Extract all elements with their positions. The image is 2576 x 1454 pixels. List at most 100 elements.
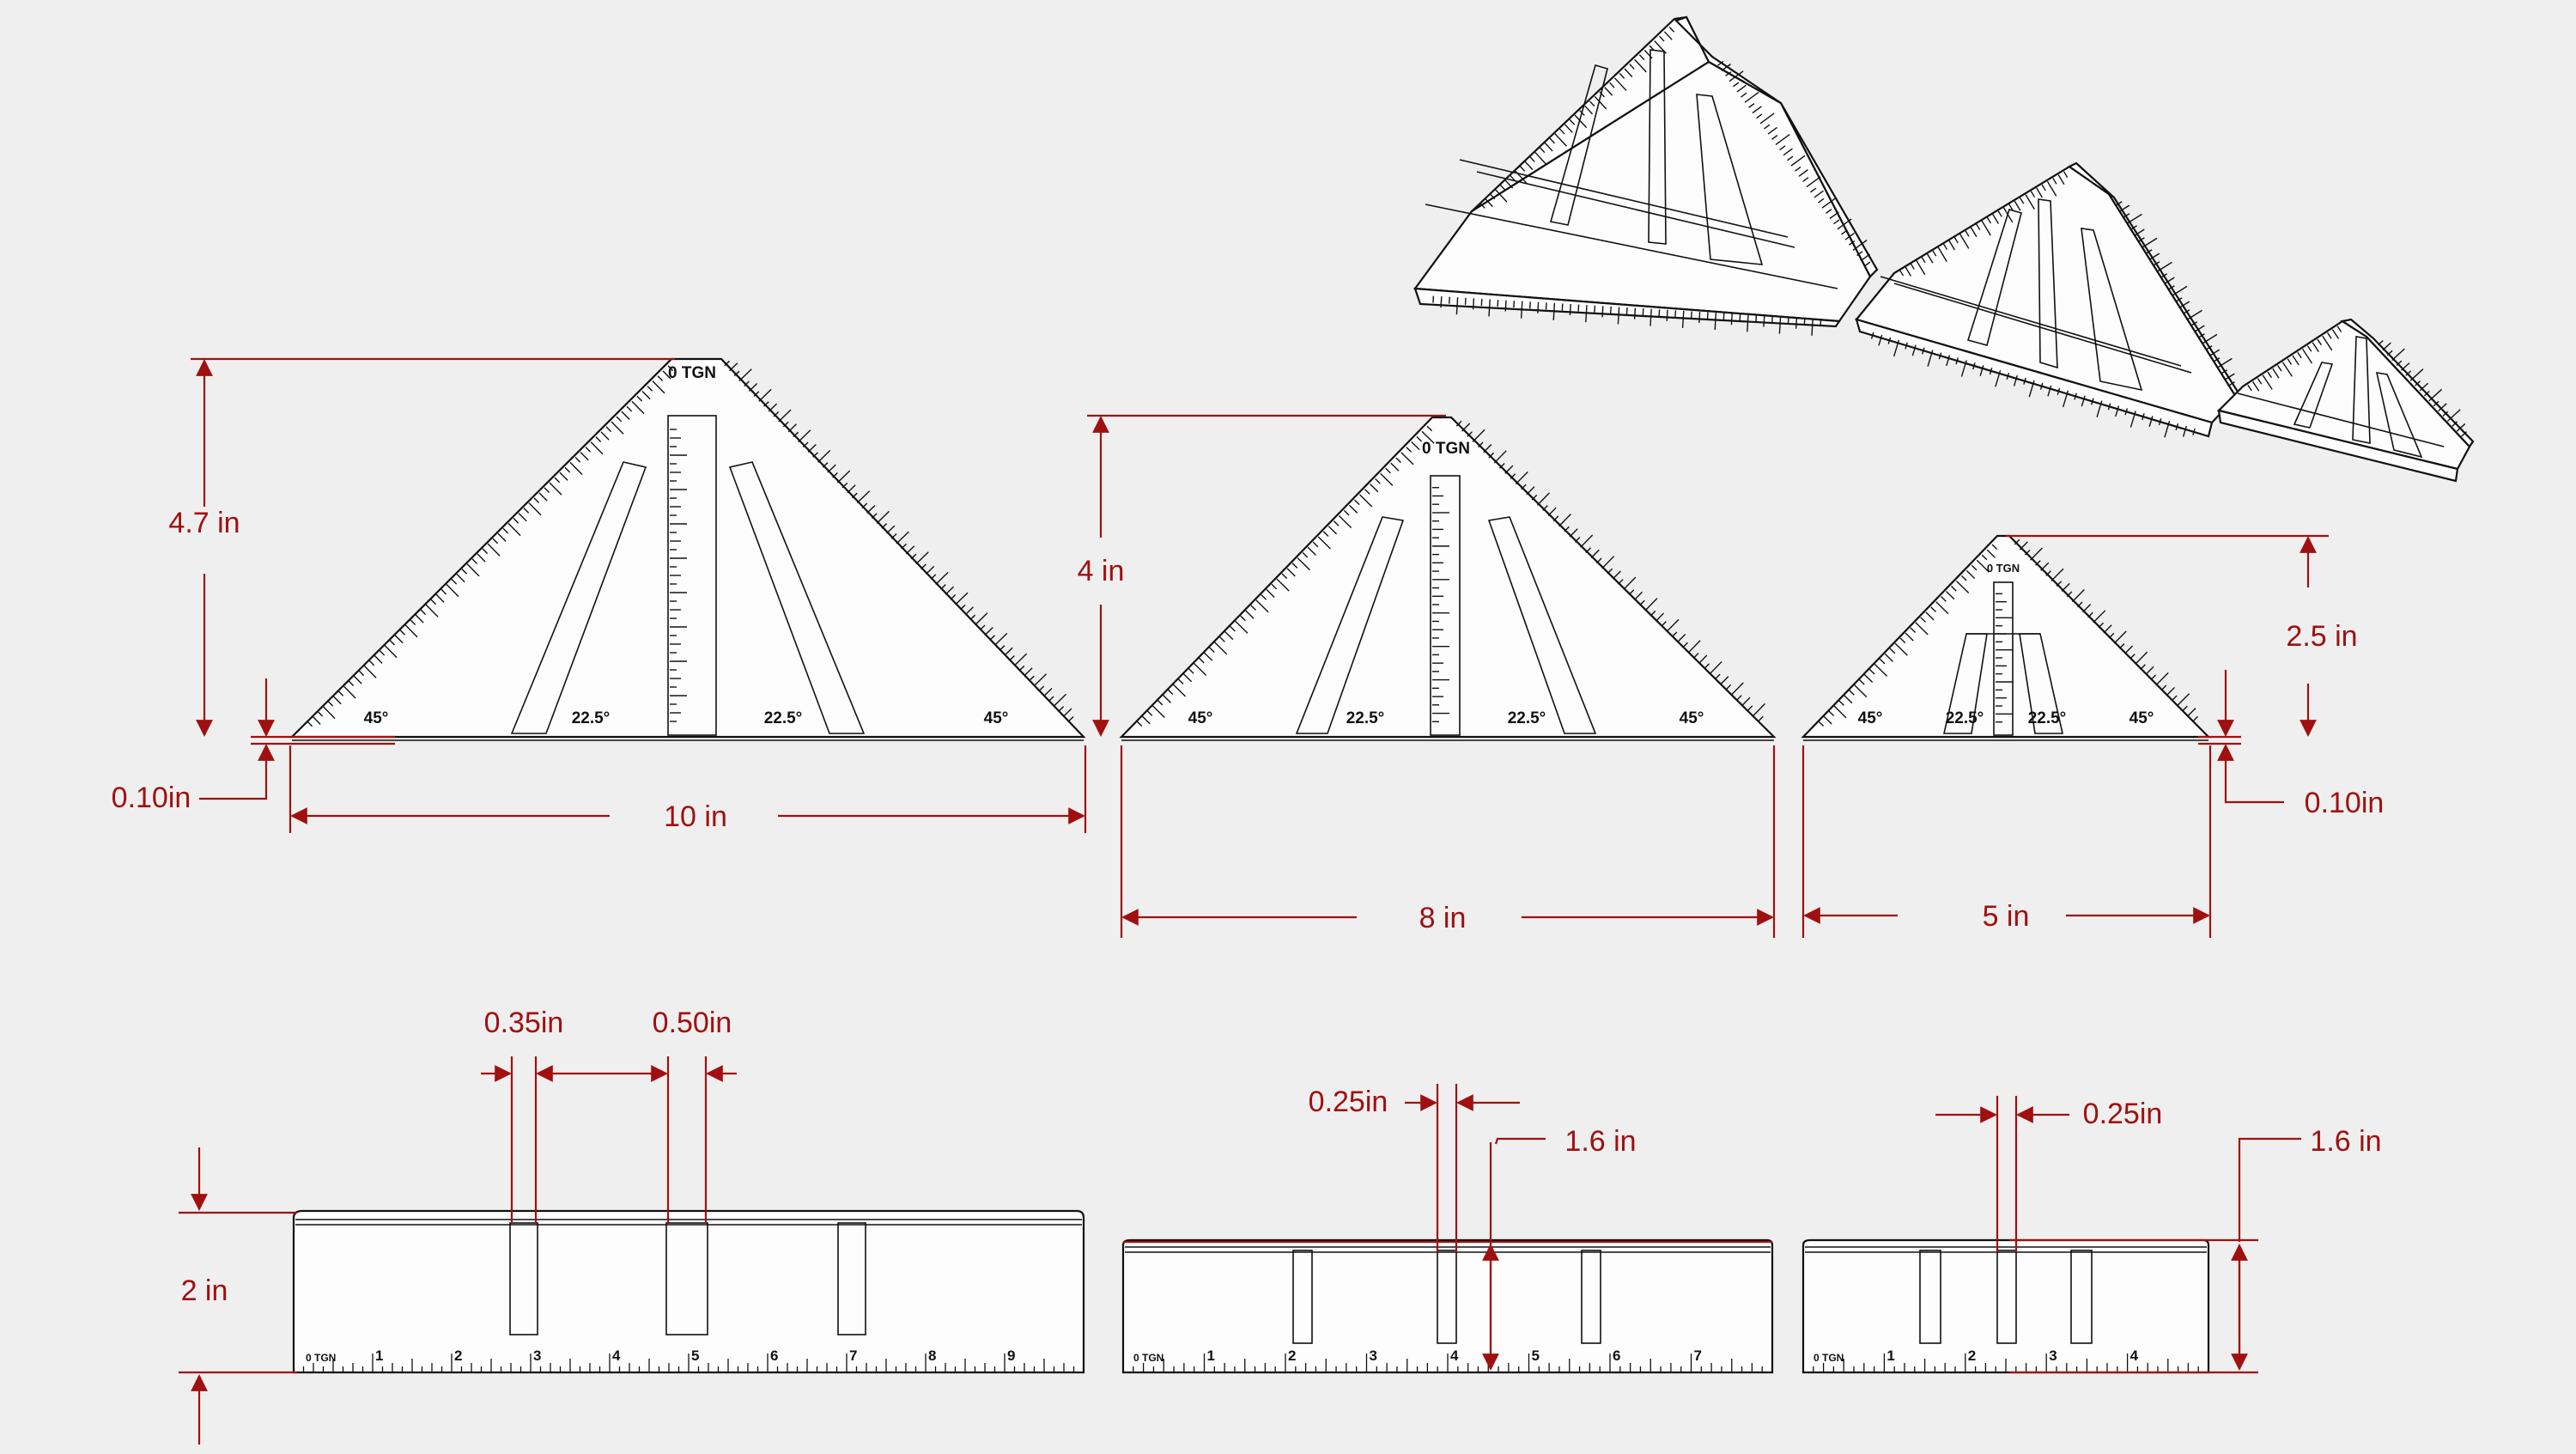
perspective-small <box>2219 319 2473 481</box>
tick-mark <box>1645 599 1657 611</box>
tick-mark <box>1059 707 1064 712</box>
tick-mark <box>1570 304 1571 315</box>
tick-mark <box>1796 318 1797 329</box>
tick-mark <box>759 389 771 401</box>
tick-mark <box>1054 694 1066 706</box>
slot-width-label: 0.50in <box>653 1007 732 1039</box>
zero-mark: 0 TGN <box>1133 1352 1163 1364</box>
height-label: 4 in <box>1078 555 1125 587</box>
side-height-label: 2 in <box>181 1275 228 1307</box>
tick-mark <box>1624 577 1636 589</box>
base-thickness-label: 0.10in <box>112 782 191 814</box>
ruler-number: 2 <box>454 1348 462 1364</box>
tick-mark <box>2401 363 2409 371</box>
height-label: 4.7 in <box>168 507 240 539</box>
tick-mark <box>1710 661 1722 673</box>
tick-mark <box>1005 648 1012 655</box>
width-label: 8 in <box>1419 902 1467 934</box>
perspective-large <box>1415 17 1877 336</box>
tick-mark <box>2447 410 2460 422</box>
height-label: 2.5 in <box>2286 620 2357 653</box>
tick-mark <box>1759 716 1764 721</box>
ruler-number: 3 <box>1370 1348 1377 1364</box>
angle-label: 45° <box>984 709 1009 727</box>
slot-width-label: 0.35in <box>484 1007 564 1039</box>
tick-mark <box>1731 313 1732 325</box>
tick-mark <box>1619 580 1624 585</box>
tick-mark <box>2093 611 2105 623</box>
angle-label: 45° <box>1188 709 1213 727</box>
ruler-number: 7 <box>1694 1348 1702 1364</box>
ruler-number: 4 <box>1450 1348 1459 1364</box>
tick-mark <box>931 575 936 580</box>
tick-mark <box>2062 583 2069 591</box>
tick-mark <box>945 587 953 594</box>
tick-mark <box>1044 688 1052 696</box>
tick-mark <box>1737 696 1742 701</box>
tick-mark <box>1634 592 1642 599</box>
tick-mark <box>1753 703 1765 715</box>
tick-mark <box>828 465 835 472</box>
depth-label: 1.6 in <box>2310 1125 2381 1158</box>
dimension-large-width: 10 in <box>290 745 1085 833</box>
tick-mark <box>2146 666 2154 674</box>
tick-mark <box>817 450 829 462</box>
tick-mark <box>1602 306 1603 317</box>
ruler-number: 4 <box>612 1348 621 1364</box>
tick-mark <box>2136 652 2148 664</box>
tick-mark <box>2119 643 2124 648</box>
tick-mark <box>2188 709 2196 716</box>
tick-mark <box>2020 542 2027 550</box>
angle-label: 45° <box>364 709 389 727</box>
tick-mark <box>926 566 933 574</box>
tick-mark <box>2104 625 2111 633</box>
dimension-small-width: 5 in <box>1803 745 2210 938</box>
tick-mark <box>1726 684 1731 690</box>
dimension-medium-width: 8 in <box>1121 745 1774 938</box>
tick-mark <box>2166 687 2174 695</box>
tick-mark <box>2109 633 2114 638</box>
tick-mark <box>2193 716 2198 721</box>
tick-mark <box>739 369 751 381</box>
front-view-small: 0 TGN 45° 22.5° 22.5° 45° <box>1803 536 2208 740</box>
tick-mark <box>1731 683 1743 695</box>
angle-label: 45° <box>1680 709 1704 727</box>
tick-mark <box>1656 613 1663 621</box>
tick-mark <box>1591 550 1599 557</box>
ruler-number: 1 <box>1886 1348 1894 1364</box>
tick-mark <box>2141 665 2146 670</box>
tick-mark <box>980 625 985 630</box>
dimension-small-base: 0.10in <box>2198 670 2384 819</box>
tick-mark <box>1494 451 1506 463</box>
tick-mark <box>1019 666 1024 671</box>
tick-mark <box>1039 686 1044 691</box>
tick-mark <box>1548 508 1556 515</box>
tick-mark <box>1441 296 1442 307</box>
tick-mark <box>941 585 946 590</box>
tick-mark <box>1537 493 1549 505</box>
tick-mark <box>2114 631 2126 643</box>
tick-mark <box>1678 634 1686 642</box>
tick-mark <box>769 404 776 411</box>
tick-mark <box>1635 308 1636 319</box>
tick-mark <box>1527 487 1534 495</box>
tick-mark <box>1505 465 1513 473</box>
tick-mark <box>1024 668 1032 676</box>
tick-mark <box>1030 676 1035 681</box>
tick-mark <box>729 363 737 371</box>
tick-mark <box>788 424 796 432</box>
base-thickness-label: 0.10in <box>2305 787 2385 819</box>
tick-mark <box>1747 706 1753 711</box>
tick-mark <box>2429 389 2442 401</box>
tick-mark <box>1581 535 1593 547</box>
tick-mark <box>1662 622 1667 627</box>
angle-label: 22.5° <box>764 709 803 727</box>
tick-mark <box>2156 672 2168 684</box>
tick-mark <box>1484 445 1492 453</box>
tick-mark <box>965 607 973 615</box>
tick-mark <box>2151 675 2156 680</box>
tick-mark <box>990 636 995 641</box>
tick-mark <box>1068 717 1073 722</box>
